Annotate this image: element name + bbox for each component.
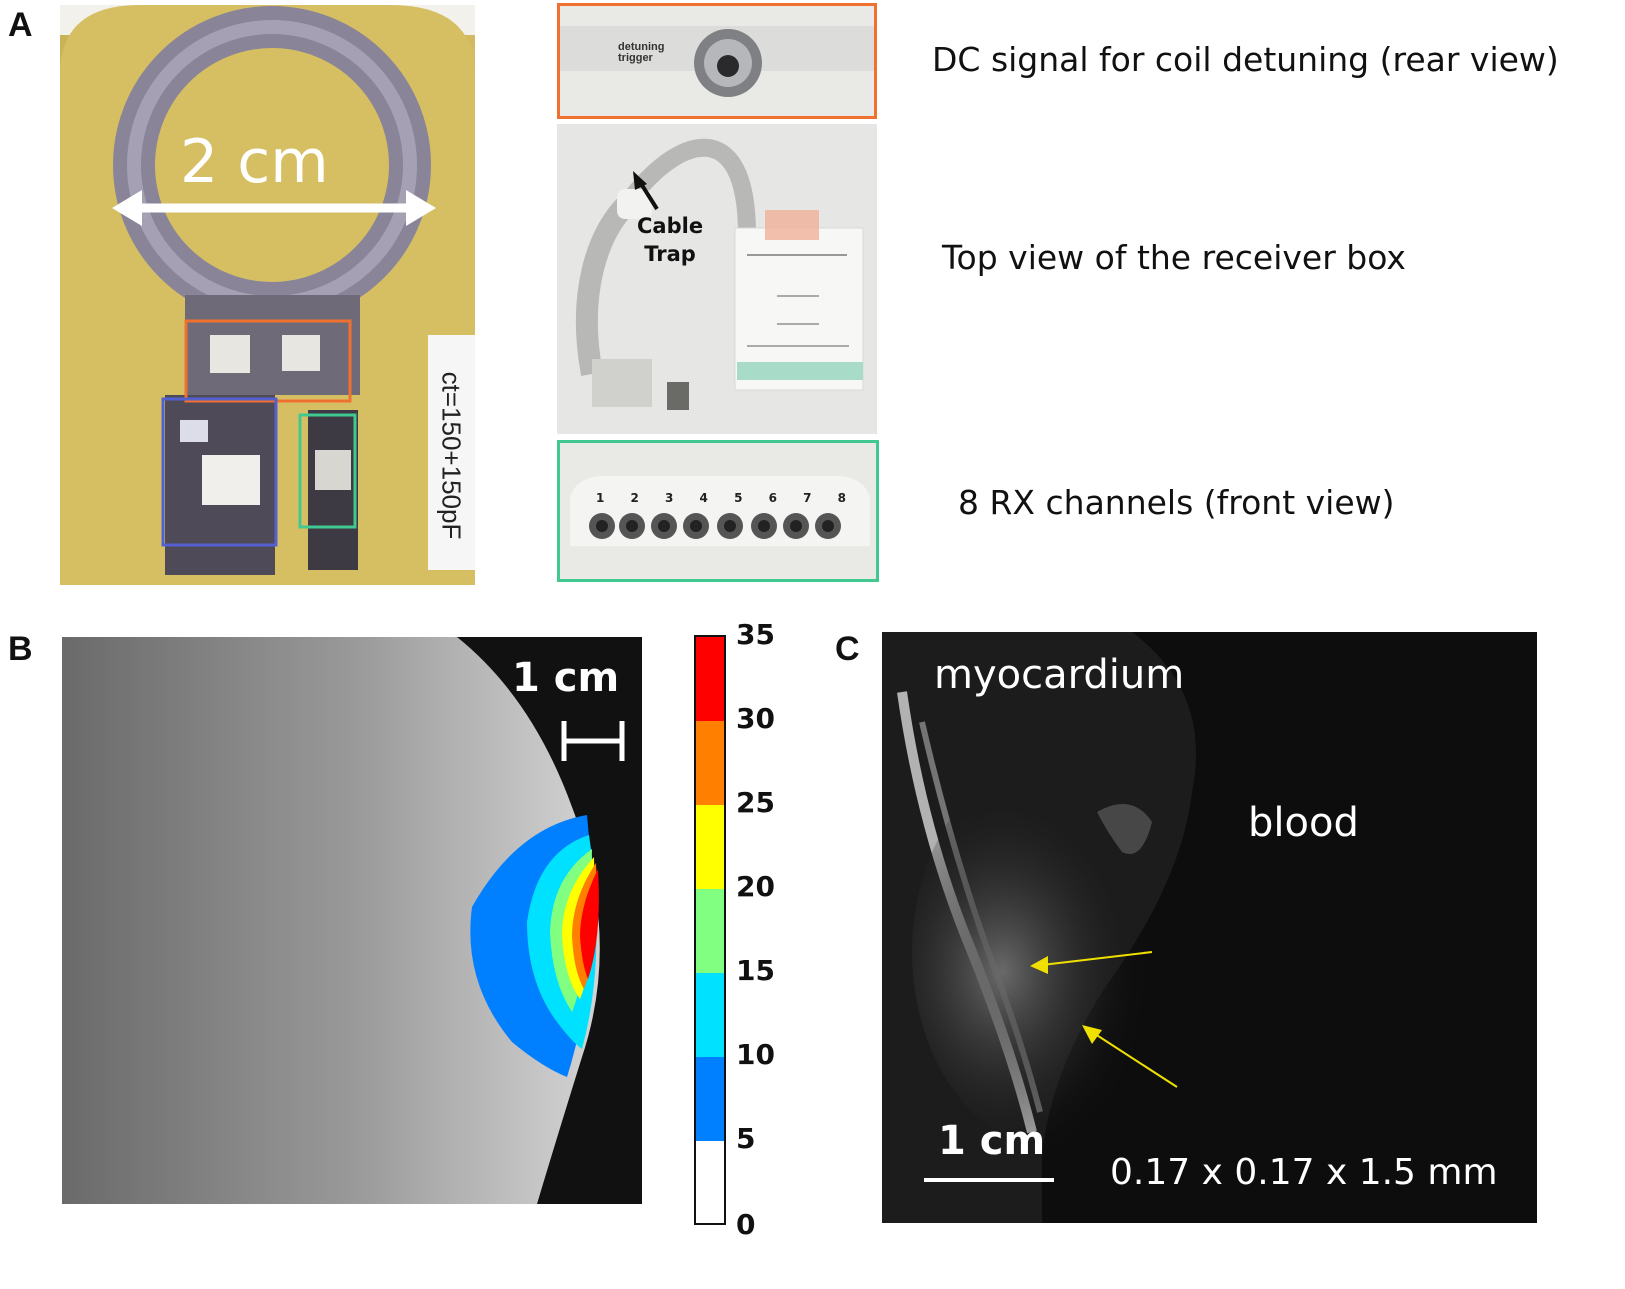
colorbar-tick: 25 (736, 786, 775, 819)
coil-illustration (60, 5, 475, 585)
colorbar-tick: 35 (736, 618, 775, 651)
colorbar-tick: 0 (736, 1208, 756, 1241)
colorbar-tick: 30 (736, 702, 775, 735)
caption-front-view: 8 RX channels (front view) (958, 483, 1395, 522)
colorbar (694, 635, 726, 1225)
mri-image: myocardium blood 1 cm 0.17 x 0.17 x 1.5 … (882, 632, 1537, 1223)
channel-number: 1 (596, 491, 605, 505)
top-view-photo: Cable Trap (557, 124, 877, 434)
panel-label-a: A (8, 6, 33, 44)
panel-c-scale-label: 1 cm (938, 1118, 1046, 1164)
channel-number: 4 (699, 491, 708, 505)
rear-button-text-1: detuning (618, 41, 665, 53)
green-highlight-box (298, 413, 357, 529)
colorbar-tick: 5 (736, 1122, 756, 1155)
field-map-image: 1 cm (62, 637, 642, 1204)
channel-number: 8 (837, 491, 846, 505)
coil-photo: 2 cm ct=150+150pF (60, 5, 475, 585)
colorbar-tick: 10 (736, 1038, 775, 1071)
blue-highlight-box (161, 397, 278, 547)
channel-number: 3 (665, 491, 674, 505)
cable-trap-label-1: Cable (637, 214, 704, 238)
myocardium-label: myocardium (934, 652, 1185, 698)
resolution-label: 0.17 x 0.17 x 1.5 mm (1110, 1152, 1498, 1193)
panel-b-scale-label: 1 cm (512, 655, 620, 701)
channel-number: 6 (768, 491, 777, 505)
rear-view-photo: detuning trigger (557, 3, 877, 119)
channel-number: 7 (803, 491, 812, 505)
coil-scale-label: 2 cm (180, 127, 329, 197)
channel-number: 2 (630, 491, 639, 505)
panel-label-b: B (8, 630, 33, 668)
caption-rear-view: DC signal for coil detuning (rear view) (932, 40, 1559, 79)
rear-button-text-2: trigger (618, 52, 653, 64)
orange-highlight-box (184, 319, 352, 403)
blood-label: blood (1248, 800, 1359, 846)
channel-number: 5 (734, 491, 743, 505)
cable-trap-label-2: Trap (644, 242, 696, 266)
colorbar-tick: 15 (736, 954, 775, 987)
bnc-connectors (589, 513, 841, 539)
front-view-photo: 1 2 3 4 5 6 7 8 (557, 440, 879, 582)
colorbar-tick: 20 (736, 870, 775, 903)
caption-top-view: Top view of the receiver box (942, 238, 1406, 277)
panel-label-c: C (835, 630, 860, 668)
capacitance-label: ct=150+150pF (436, 371, 467, 539)
